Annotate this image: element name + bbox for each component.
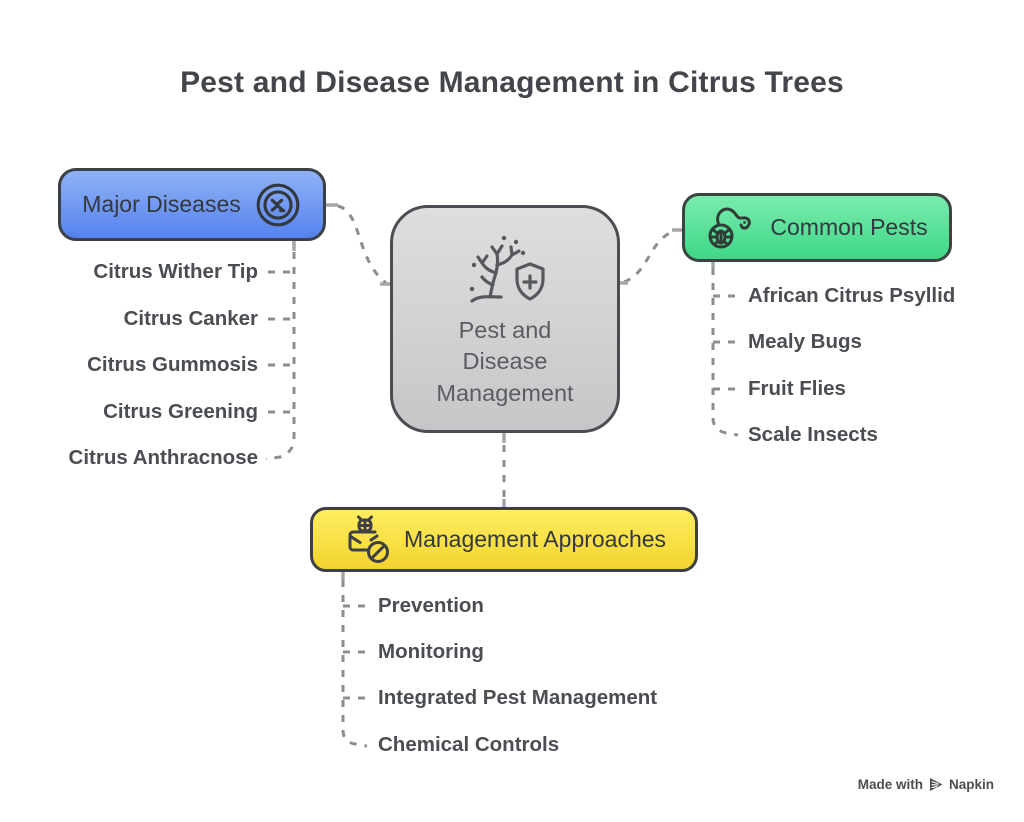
- approaches-list-spine: [341, 580, 368, 748]
- napkin-logo-icon: [929, 778, 943, 791]
- center-node-pest-disease-management[interactable]: Pest and Disease Management: [390, 205, 620, 433]
- made-with-text: Made with: [857, 777, 923, 792]
- branch-node-common-pests[interactable]: Common Pests: [682, 193, 952, 262]
- connector-center-to-pests: [623, 228, 677, 284]
- pest-magnifier-icon: [708, 207, 752, 248]
- page-title: Pest and Disease Management in Citrus Tr…: [180, 66, 844, 99]
- major-diseases-label: Major Diseases: [82, 191, 241, 217]
- approaches-list-stubs: [343, 604, 370, 700]
- disease-item-citrus-canker[interactable]: Citrus Canker: [123, 307, 258, 330]
- connector-center-to-diseases: [337, 204, 387, 285]
- center-label-line1: Pest and: [458, 316, 552, 343]
- branch-node-management-approaches[interactable]: Management Approaches: [310, 507, 698, 572]
- virus-icon: [256, 183, 300, 226]
- branch-node-major-diseases[interactable]: Major Diseases: [58, 168, 326, 241]
- tree-shield-icon: [469, 235, 545, 303]
- common-pests-label: Common Pests: [770, 214, 928, 240]
- pest-item-scale-insects[interactable]: Scale Insects: [748, 423, 878, 446]
- center-label-line3: Management: [436, 379, 574, 406]
- diseases-list-stubs: [268, 270, 294, 414]
- disease-item-citrus-anthracnose[interactable]: Citrus Anthracnose: [68, 446, 258, 469]
- pest-item-african-citrus-psyllid[interactable]: African Citrus Psyllid: [748, 284, 956, 307]
- pests-list-spine: [711, 268, 739, 437]
- center-label-line2: Disease: [462, 348, 548, 375]
- pest-item-mealy-bugs[interactable]: Mealy Bugs: [748, 330, 862, 353]
- disease-item-citrus-wither-tip[interactable]: Citrus Wither Tip: [93, 260, 258, 283]
- approach-item-prevention[interactable]: Prevention: [378, 594, 484, 617]
- approach-item-integrated-pest-management[interactable]: Integrated Pest Management: [378, 686, 658, 709]
- center-node-label: Pest and Disease Management: [436, 315, 573, 410]
- management-approaches-label: Management Approaches: [403, 526, 667, 552]
- approach-item-monitoring[interactable]: Monitoring: [378, 640, 484, 663]
- pest-control-icon: [348, 515, 389, 563]
- approach-item-chemical-controls[interactable]: Chemical Controls: [378, 733, 560, 756]
- pests-list-stubs: [713, 294, 740, 391]
- disease-item-citrus-gummosis[interactable]: Citrus Gummosis: [87, 353, 258, 376]
- made-with-napkin-link[interactable]: Made with Napkin: [858, 777, 994, 792]
- napkin-brand-text: Napkin: [948, 777, 994, 792]
- pest-item-fruit-flies[interactable]: Fruit Flies: [748, 377, 846, 400]
- diseases-list-spine: [265, 252, 296, 461]
- disease-item-citrus-greening[interactable]: Citrus Greening: [103, 400, 258, 423]
